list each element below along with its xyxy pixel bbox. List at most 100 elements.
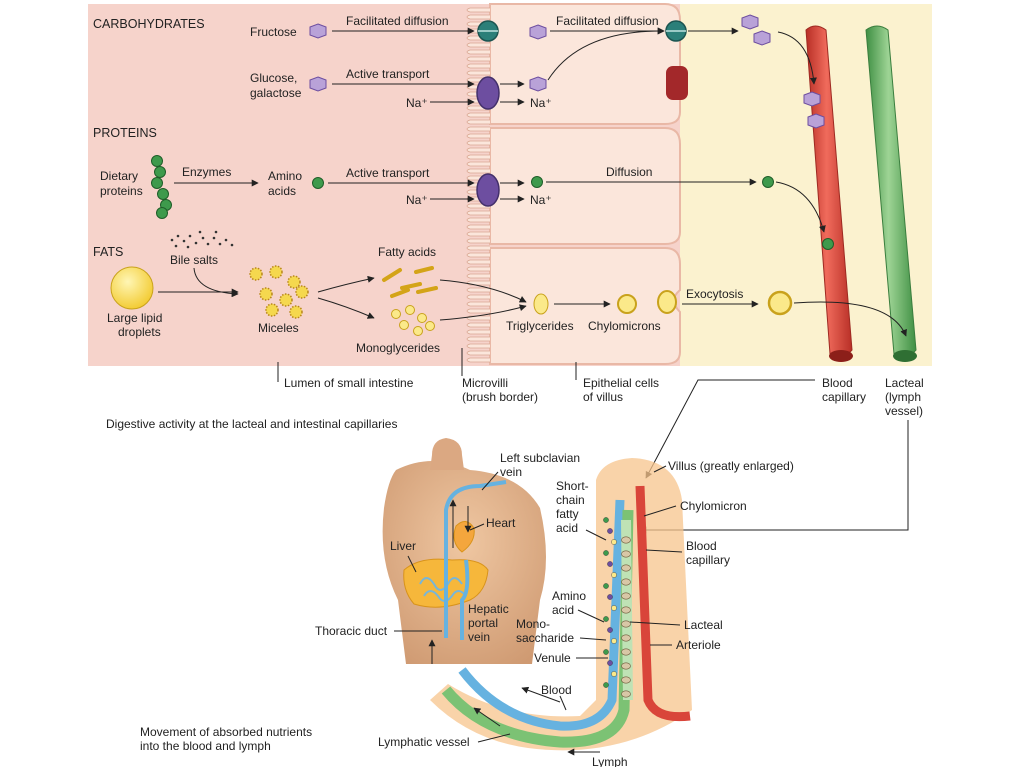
lacteal-label-3: vessel) bbox=[885, 404, 923, 418]
microvillus bbox=[466, 14, 490, 20]
hepatic-portal-vessel bbox=[460, 559, 470, 640]
large-lipid-label-1: Large lipid bbox=[107, 311, 162, 325]
microvillus bbox=[466, 301, 490, 307]
lumen-label: Lumen of small intestine bbox=[284, 376, 414, 390]
glucose-intracellular-icon bbox=[529, 76, 547, 92]
microvillus bbox=[466, 56, 490, 62]
amino-acids-label-2: acids bbox=[268, 184, 296, 198]
micelles-icon bbox=[249, 265, 309, 319]
left-subclavian-label-2: vein bbox=[500, 465, 522, 479]
sugar-exit-icon bbox=[741, 14, 759, 30]
triglycerides-label: Triglycerides bbox=[506, 319, 574, 333]
lymph-label: Lymph bbox=[592, 755, 628, 767]
glucose-to-channel-arrow bbox=[547, 27, 665, 81]
venule-vessel bbox=[458, 499, 625, 731]
lymphatic-pointer bbox=[477, 733, 511, 743]
sugar-to-blood-arrow bbox=[777, 31, 817, 85]
microvillus bbox=[466, 161, 490, 167]
chylomicron-particle bbox=[621, 648, 631, 656]
blood-capillary-opening bbox=[829, 350, 853, 362]
absorbed-nutrient-particle bbox=[611, 539, 617, 545]
monosaccharide-pointer bbox=[579, 637, 607, 641]
fructose-intracellular-icon bbox=[529, 24, 547, 40]
exocytosis-vesicle-icon bbox=[657, 290, 677, 314]
absorbed-nutrient-particle bbox=[607, 627, 613, 633]
amino-in-blood-icon bbox=[822, 238, 834, 250]
liver-pointer bbox=[407, 555, 417, 573]
microvillus bbox=[466, 357, 490, 363]
amino-intracellular-icon bbox=[531, 176, 543, 188]
fructose-molecule-icon bbox=[309, 23, 327, 39]
bile-arrow bbox=[193, 267, 239, 298]
short-chain-label-3: fatty bbox=[556, 507, 579, 521]
venule-label: Venule bbox=[534, 651, 571, 665]
microvillus bbox=[466, 322, 490, 328]
microvillus bbox=[466, 154, 490, 160]
na-plus-right-label: Na⁺ bbox=[530, 96, 552, 110]
microvillus bbox=[466, 126, 490, 132]
fats-header: FATS bbox=[93, 245, 123, 259]
absorbed-nutrient-particle bbox=[603, 682, 609, 688]
microvillus bbox=[466, 63, 490, 69]
miceles-label: Miceles bbox=[258, 321, 299, 335]
absorbed-nutrient-particle bbox=[603, 517, 609, 523]
amino-acid-b-label-1: Amino bbox=[552, 589, 586, 603]
large-lipid-droplet-icon bbox=[110, 266, 154, 310]
fructose-label: Fructose bbox=[250, 25, 297, 39]
amino-acid-icon bbox=[312, 177, 324, 189]
microvillus bbox=[466, 294, 490, 300]
dietary-proteins-label-2: proteins bbox=[100, 184, 143, 198]
thoracic-duct-vessel bbox=[444, 480, 507, 638]
blood-b-pointer bbox=[559, 695, 567, 711]
microvillus bbox=[466, 336, 490, 342]
lacteal-connector bbox=[639, 420, 909, 534]
monoglycerides-icon bbox=[391, 305, 435, 336]
absorbed-nutrient-particle bbox=[611, 671, 617, 677]
subclavian-pointer bbox=[481, 471, 499, 491]
amino-to-blood-arrow bbox=[775, 181, 826, 233]
microvillus bbox=[466, 273, 490, 279]
microvillus bbox=[466, 259, 490, 265]
protein-na-right-label: Na⁺ bbox=[530, 193, 552, 207]
micelle bbox=[279, 293, 293, 307]
blood-capillary-label-2: capillary bbox=[822, 390, 866, 404]
amino-acids-label-1: Amino bbox=[268, 169, 302, 183]
epithelial-label-2: of villus bbox=[583, 390, 623, 404]
chylomicron-to-lacteal-arrow bbox=[793, 301, 907, 337]
amino-carrier-icon bbox=[476, 173, 500, 207]
blood-capillary-connector bbox=[645, 379, 815, 479]
diffusion-label: Diffusion bbox=[606, 165, 652, 179]
microvillus bbox=[466, 133, 490, 139]
lacteal-label-1: Lacteal bbox=[885, 376, 924, 390]
microvillus bbox=[466, 42, 490, 48]
top-caption: Digestive activity at the lacteal and in… bbox=[106, 417, 397, 431]
amino-acid-b-pointer bbox=[577, 609, 605, 623]
chylomicron-particle bbox=[621, 620, 631, 628]
monoglycerides-label: Monoglycerides bbox=[356, 341, 440, 355]
microvillus bbox=[466, 217, 490, 223]
facilitated-diffusion-2-label: Facilitated diffusion bbox=[556, 14, 659, 28]
microvillus bbox=[466, 49, 490, 55]
chylomicron-particle bbox=[621, 564, 631, 572]
microvillus bbox=[466, 231, 490, 237]
lymphatic-vessel bbox=[441, 509, 634, 748]
fatty-acid-uptake-arrow bbox=[439, 279, 527, 303]
amino-acid-b-label-2: acid bbox=[552, 603, 574, 617]
blood-capillary-b-label-2: capillary bbox=[686, 553, 730, 567]
chylomicron-particle bbox=[621, 690, 631, 698]
dietary-proteins-label-1: Dietary bbox=[100, 169, 138, 183]
chylomicrons-label: Chylomicrons bbox=[588, 319, 661, 333]
micelle bbox=[259, 287, 273, 301]
proteins-header: PROTEINS bbox=[93, 126, 157, 140]
lacteal-label-2: (lymph bbox=[885, 390, 921, 404]
bottom-caption-2: into the blood and lymph bbox=[140, 739, 271, 753]
carbohydrates-header: CARBOHYDRATES bbox=[93, 17, 205, 31]
villus-label: Villus (greatly enlarged) bbox=[668, 459, 794, 473]
chylomicron-particle bbox=[621, 662, 631, 670]
micelle bbox=[265, 303, 279, 317]
monoglyceride-uptake-arrow bbox=[439, 304, 527, 321]
exocytosis-label: Exocytosis bbox=[686, 287, 743, 301]
large-lipid-label-2: droplets bbox=[118, 325, 161, 339]
monosaccharide-label-1: Mono- bbox=[516, 617, 550, 631]
blood-capillary-label-1: Blood bbox=[822, 376, 853, 390]
